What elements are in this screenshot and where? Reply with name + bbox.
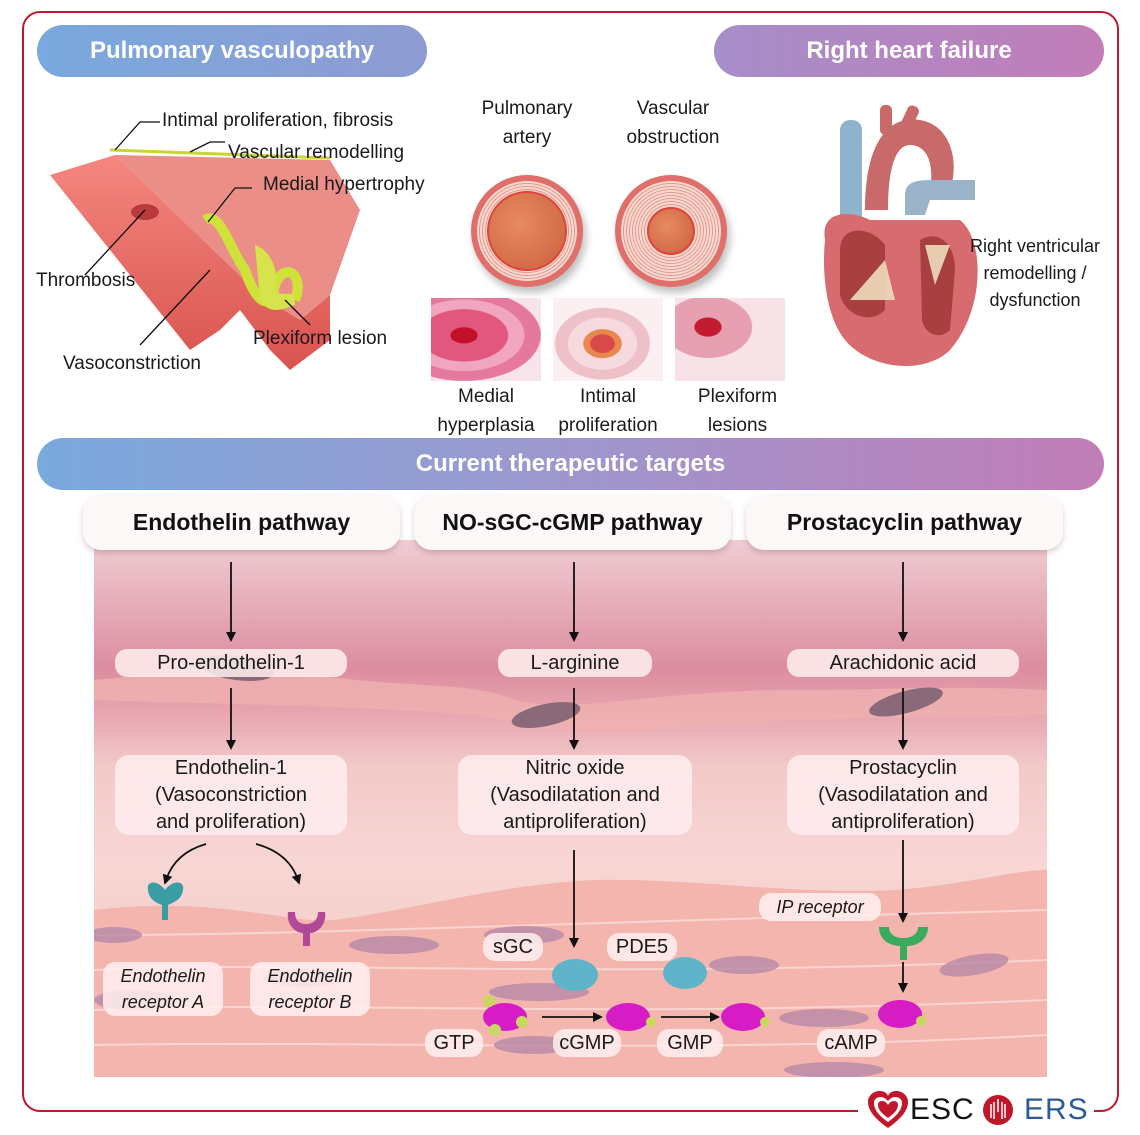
label-thrombosis: Thrombosis xyxy=(36,270,136,291)
histology-medial-hyperplasia-image xyxy=(431,298,541,381)
product-endothelin-1: Endothelin-1 (Vasoconstriction and proli… xyxy=(115,755,347,835)
label-line: Endothelin xyxy=(267,965,353,986)
label-line: Vascular xyxy=(636,98,710,119)
product-line: Prostacyclin xyxy=(849,756,957,779)
cross-section-obstructed-artery xyxy=(615,175,727,287)
pathway-header-prostacyclin: Prostacyclin pathway xyxy=(746,495,1063,550)
product-line: and proliferation) xyxy=(155,810,307,833)
caption-medial-hyperplasia: Medial hyperplasia xyxy=(431,383,541,440)
smc-nucleus xyxy=(94,927,142,943)
precursor-arachidonic-acid: Arachidonic acid xyxy=(787,649,1019,677)
label-line: Right ventricular xyxy=(969,236,1101,256)
ers-text: ERS xyxy=(1024,1093,1089,1126)
smc-nucleus xyxy=(349,936,439,954)
endothelial-layer xyxy=(94,663,1047,733)
product-line: (Vasodilatation and xyxy=(490,783,660,806)
ers-logo: ERS xyxy=(982,1090,1089,1130)
esc-heart-icon xyxy=(868,1091,908,1128)
precursor-l-arginine: L-arginine xyxy=(498,649,652,677)
ers-lungs-icon xyxy=(983,1095,1013,1125)
label-vasoconstriction: Vasoconstriction xyxy=(63,353,201,374)
label-camp: cAMP xyxy=(817,1029,885,1057)
smc-nucleus xyxy=(709,956,779,974)
intima-layer xyxy=(109,148,331,160)
label-line: artery xyxy=(502,126,552,148)
esc-logo: ESC xyxy=(866,1090,975,1130)
histology-plexiform-lesions-image xyxy=(675,298,785,381)
caption-line: Medial xyxy=(458,386,514,407)
smc-nucleus xyxy=(489,983,589,1001)
label-line: remodelling / xyxy=(983,263,1087,283)
caption-line: Plexiform xyxy=(697,386,778,407)
label-line: Endothelin xyxy=(120,965,206,986)
left-ventricle-cavity xyxy=(920,236,955,336)
label-gmp: GMP xyxy=(657,1029,723,1057)
product-line: antiproliferation) xyxy=(831,810,975,833)
section-header-current-therapeutic-targets: Current therapeutic targets xyxy=(37,438,1104,490)
label-line: receptor A xyxy=(121,992,205,1012)
caption-line: Intimal xyxy=(580,386,636,407)
product-prostacyclin: Prostacyclin (Vasodilatation and antipro… xyxy=(787,755,1019,835)
pulmonary-artery-shape xyxy=(905,180,975,215)
label-sgc: sGC xyxy=(483,933,543,961)
cross-section-normal-artery xyxy=(471,175,583,287)
product-line: (Vasoconstriction xyxy=(155,783,307,806)
section-header-right-heart-failure: Right heart failure xyxy=(714,25,1104,77)
vessel-outer-wall xyxy=(50,155,330,370)
product-line: (Vasodilatation and xyxy=(818,783,988,806)
vessel-illustration xyxy=(50,121,360,370)
histology-intimal-proliferation-image xyxy=(553,298,663,381)
label-endothelin-receptor-a: Endothelin receptor A xyxy=(103,962,223,1016)
label-cgmp: cGMP xyxy=(553,1029,621,1057)
label-medial-hypertrophy: Medial hypertrophy xyxy=(263,174,425,195)
caption-plexiform-lesions: Plexiform lesions xyxy=(680,383,795,440)
thrombus-shape xyxy=(131,204,159,220)
caption-line: hyperplasia xyxy=(437,414,535,436)
label-vascular-remodelling: Vascular remodelling xyxy=(228,142,405,163)
plexiform-lesion-shape xyxy=(255,245,295,310)
label-gtp: GTP xyxy=(425,1029,483,1057)
smc-nucleus xyxy=(939,953,1009,977)
product-line: Endothelin-1 xyxy=(174,756,288,779)
label-line: receptor B xyxy=(268,992,352,1012)
caption-line: lesions xyxy=(707,414,768,436)
product-nitric-oxide: Nitric oxide (Vasodilatation and antipro… xyxy=(458,755,692,835)
smc-nucleus xyxy=(784,1062,884,1077)
label-line: dysfunction xyxy=(989,290,1081,310)
endothelial-nucleus xyxy=(511,702,581,728)
label-pulmonary-artery: Pulmonary artery xyxy=(468,95,586,152)
label-line: obstruction xyxy=(626,126,720,148)
product-line: Nitric oxide xyxy=(525,756,625,779)
label-ip-receptor: IP receptor xyxy=(759,893,881,921)
pathway-header-no-sgc-cgmp: NO-sGC-cGMP pathway xyxy=(414,495,731,550)
label-right-ventricular-remodelling: Right ventricular remodelling / dysfunct… xyxy=(955,233,1115,314)
label-plexiform-lesion: Plexiform lesion xyxy=(253,328,388,349)
product-line: antiproliferation) xyxy=(503,810,647,833)
heart-illustration xyxy=(824,105,978,367)
section-header-pulmonary-vasculopathy: Pulmonary vasculopathy xyxy=(37,25,427,77)
endothelial-nucleus xyxy=(869,687,943,717)
figure-frame xyxy=(22,11,1119,1112)
label-pde5: PDE5 xyxy=(607,933,677,961)
label-vascular-obstruction: Vascular obstruction xyxy=(608,95,738,152)
pathway-header-endothelin: Endothelin pathway xyxy=(83,495,400,550)
smc-nucleus xyxy=(779,1009,869,1027)
label-line: Pulmonary xyxy=(481,98,573,119)
label-endothelin-receptor-b: Endothelin receptor B xyxy=(250,962,370,1016)
label-intimal-proliferation: Intimal proliferation, fibrosis xyxy=(162,110,394,131)
precursor-pro-endothelin-1: Pro-endothelin-1 xyxy=(115,649,347,677)
caption-intimal-proliferation: Intimal proliferation xyxy=(548,383,668,440)
esc-text: ESC xyxy=(910,1093,975,1126)
caption-line: proliferation xyxy=(558,414,658,436)
